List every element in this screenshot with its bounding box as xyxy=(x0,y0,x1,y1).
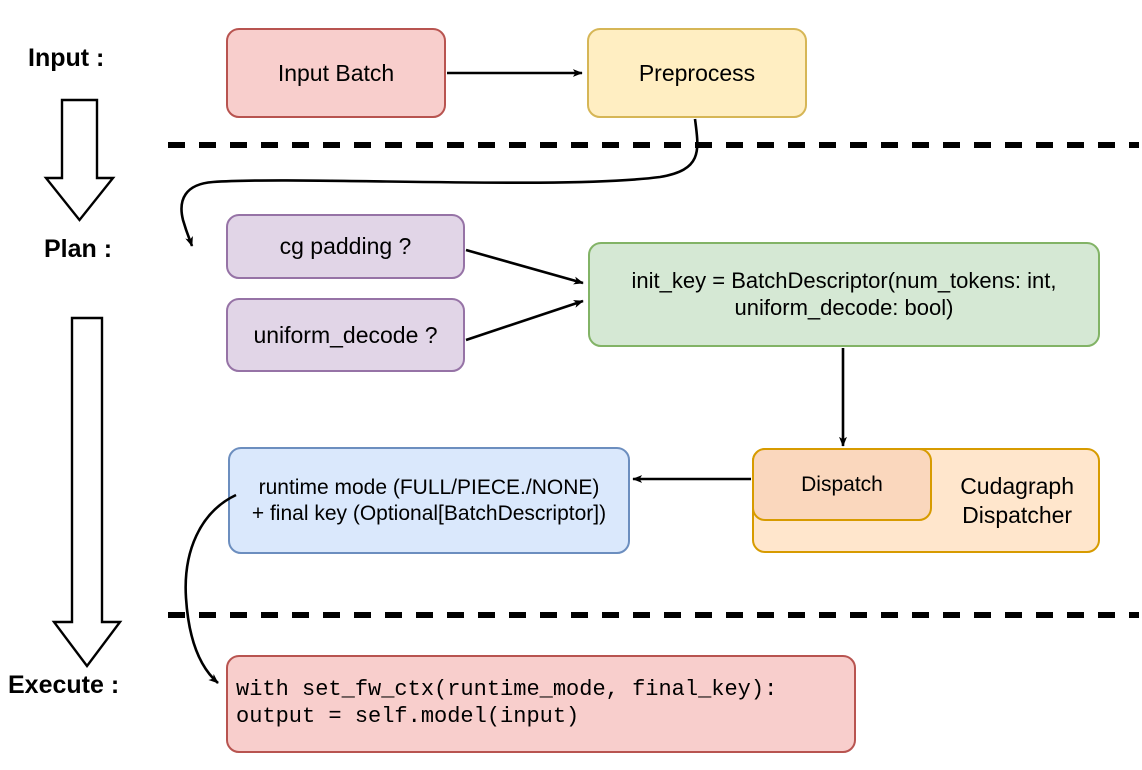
node-uniform-decode[interactable]: uniform_decode ? xyxy=(226,298,465,372)
arrow-cg-padding-to-init-key xyxy=(465,248,584,285)
node-init-key[interactable]: init_key = BatchDescriptor(num_tokens: i… xyxy=(588,242,1100,347)
big-down-arrow-input-to-plan xyxy=(43,98,116,222)
node-dispatch[interactable]: Dispatch xyxy=(752,448,932,521)
node-code-block[interactable]: with set_fw_ctx(runtime_mode, final_key)… xyxy=(226,655,856,753)
node-preprocess-label: Preprocess xyxy=(638,59,756,86)
node-uniform-decode-label: uniform_decode ? xyxy=(253,321,438,348)
node-dispatch-label: Dispatch xyxy=(801,472,883,496)
big-down-arrow-plan-to-execute xyxy=(51,316,123,668)
node-runtime-mode-label: runtime mode (FULL/PIECE./NONE) + final … xyxy=(251,475,607,525)
stage-label-execute: Execute : xyxy=(8,671,120,699)
node-cudagraph-dispatcher-label: Cudagraph Dispatcher xyxy=(960,473,1074,528)
stage-label-plan: Plan : xyxy=(44,235,113,263)
node-input-batch[interactable]: Input Batch xyxy=(226,28,446,118)
node-cg-padding[interactable]: cg padding ? xyxy=(226,214,465,279)
arrow-uniform-decode-to-init-key xyxy=(465,299,584,342)
node-code-block-label: with set_fw_ctx(runtime_mode, final_key)… xyxy=(236,677,778,729)
node-runtime-mode[interactable]: runtime mode (FULL/PIECE./NONE) + final … xyxy=(228,447,630,554)
stage-label-input: Input : xyxy=(28,44,105,72)
node-cg-padding-label: cg padding ? xyxy=(279,233,412,260)
node-input-batch-label: Input Batch xyxy=(277,59,395,86)
node-preprocess[interactable]: Preprocess xyxy=(587,28,807,118)
node-init-key-label: init_key = BatchDescriptor(num_tokens: i… xyxy=(631,267,1057,320)
